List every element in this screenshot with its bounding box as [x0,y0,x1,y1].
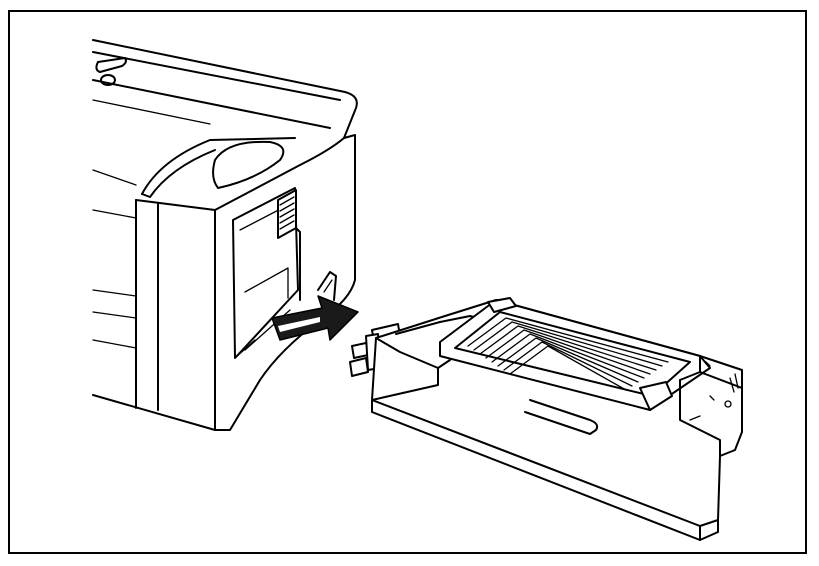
arrow-shape [271,295,359,341]
lid-clip-right [639,381,673,411]
power-button-icon [100,74,116,86]
printer-top-outline [92,39,358,139]
end-cap-screw-icon [724,400,732,408]
cartridge [349,297,743,541]
lid-clip-left [487,297,517,313]
latch-lever [277,189,301,301]
printer-body [92,39,358,431]
removal-arrow [271,295,359,341]
top-slot [95,57,127,73]
cartridge-ridge [524,399,599,435]
cartridge-opening [232,187,299,359]
handle-recess [212,140,285,189]
cartridge-window [467,317,669,391]
